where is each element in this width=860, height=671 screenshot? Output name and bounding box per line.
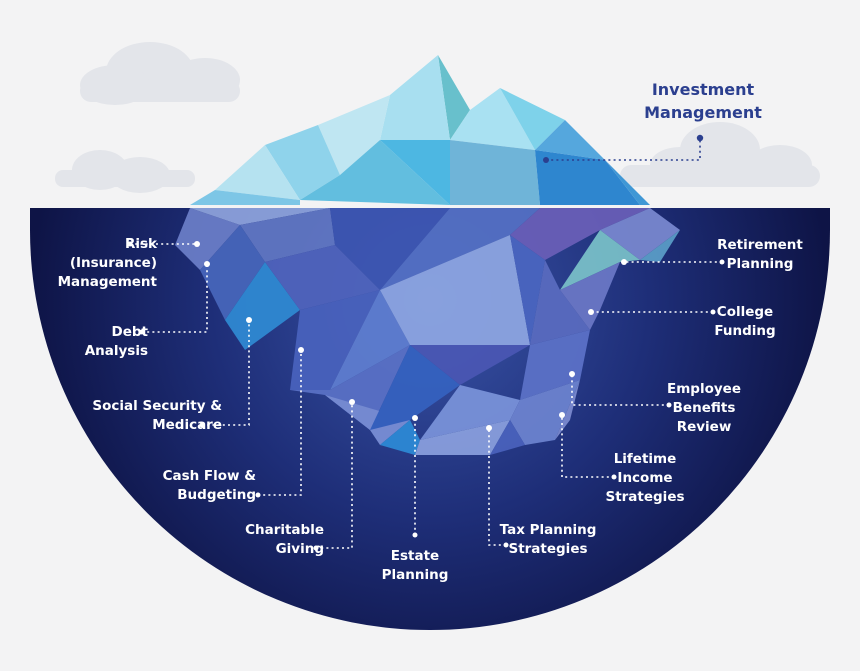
label-college-funding: College Funding [714, 304, 776, 339]
iceberg-bottom [175, 208, 680, 455]
label-investment-management: Investment Management [644, 80, 762, 122]
label-debt-analysis: Debt Analysis [84, 324, 148, 359]
label-retirement-planning: Retirement Planning [717, 237, 803, 272]
cloud-left-low [55, 150, 195, 193]
cloud-right [620, 122, 820, 187]
label-employee-benefits-review: Employee Benefits Review [667, 381, 741, 435]
label-estate-planning: Estate Planning [381, 548, 449, 583]
cloud-left [80, 42, 240, 105]
label-social-security-medicare: Social Security & Medicare [92, 398, 222, 433]
label-charitable-giving: Charitable Giving [245, 522, 324, 557]
label-risk-management: Risk (Insurance) Management [57, 236, 157, 290]
label-lifetime-income-strategies: Lifetime Income Strategies [605, 451, 685, 505]
iceberg-top [190, 55, 650, 205]
leader-dots [127, 241, 725, 551]
label-tax-planning-strategies: Tax Planning Strategies [499, 522, 597, 557]
leader-lines [130, 243, 722, 549]
label-cash-flow-budgeting: Cash Flow & Budgeting [162, 468, 256, 503]
leader-dots-top [543, 134, 704, 163]
